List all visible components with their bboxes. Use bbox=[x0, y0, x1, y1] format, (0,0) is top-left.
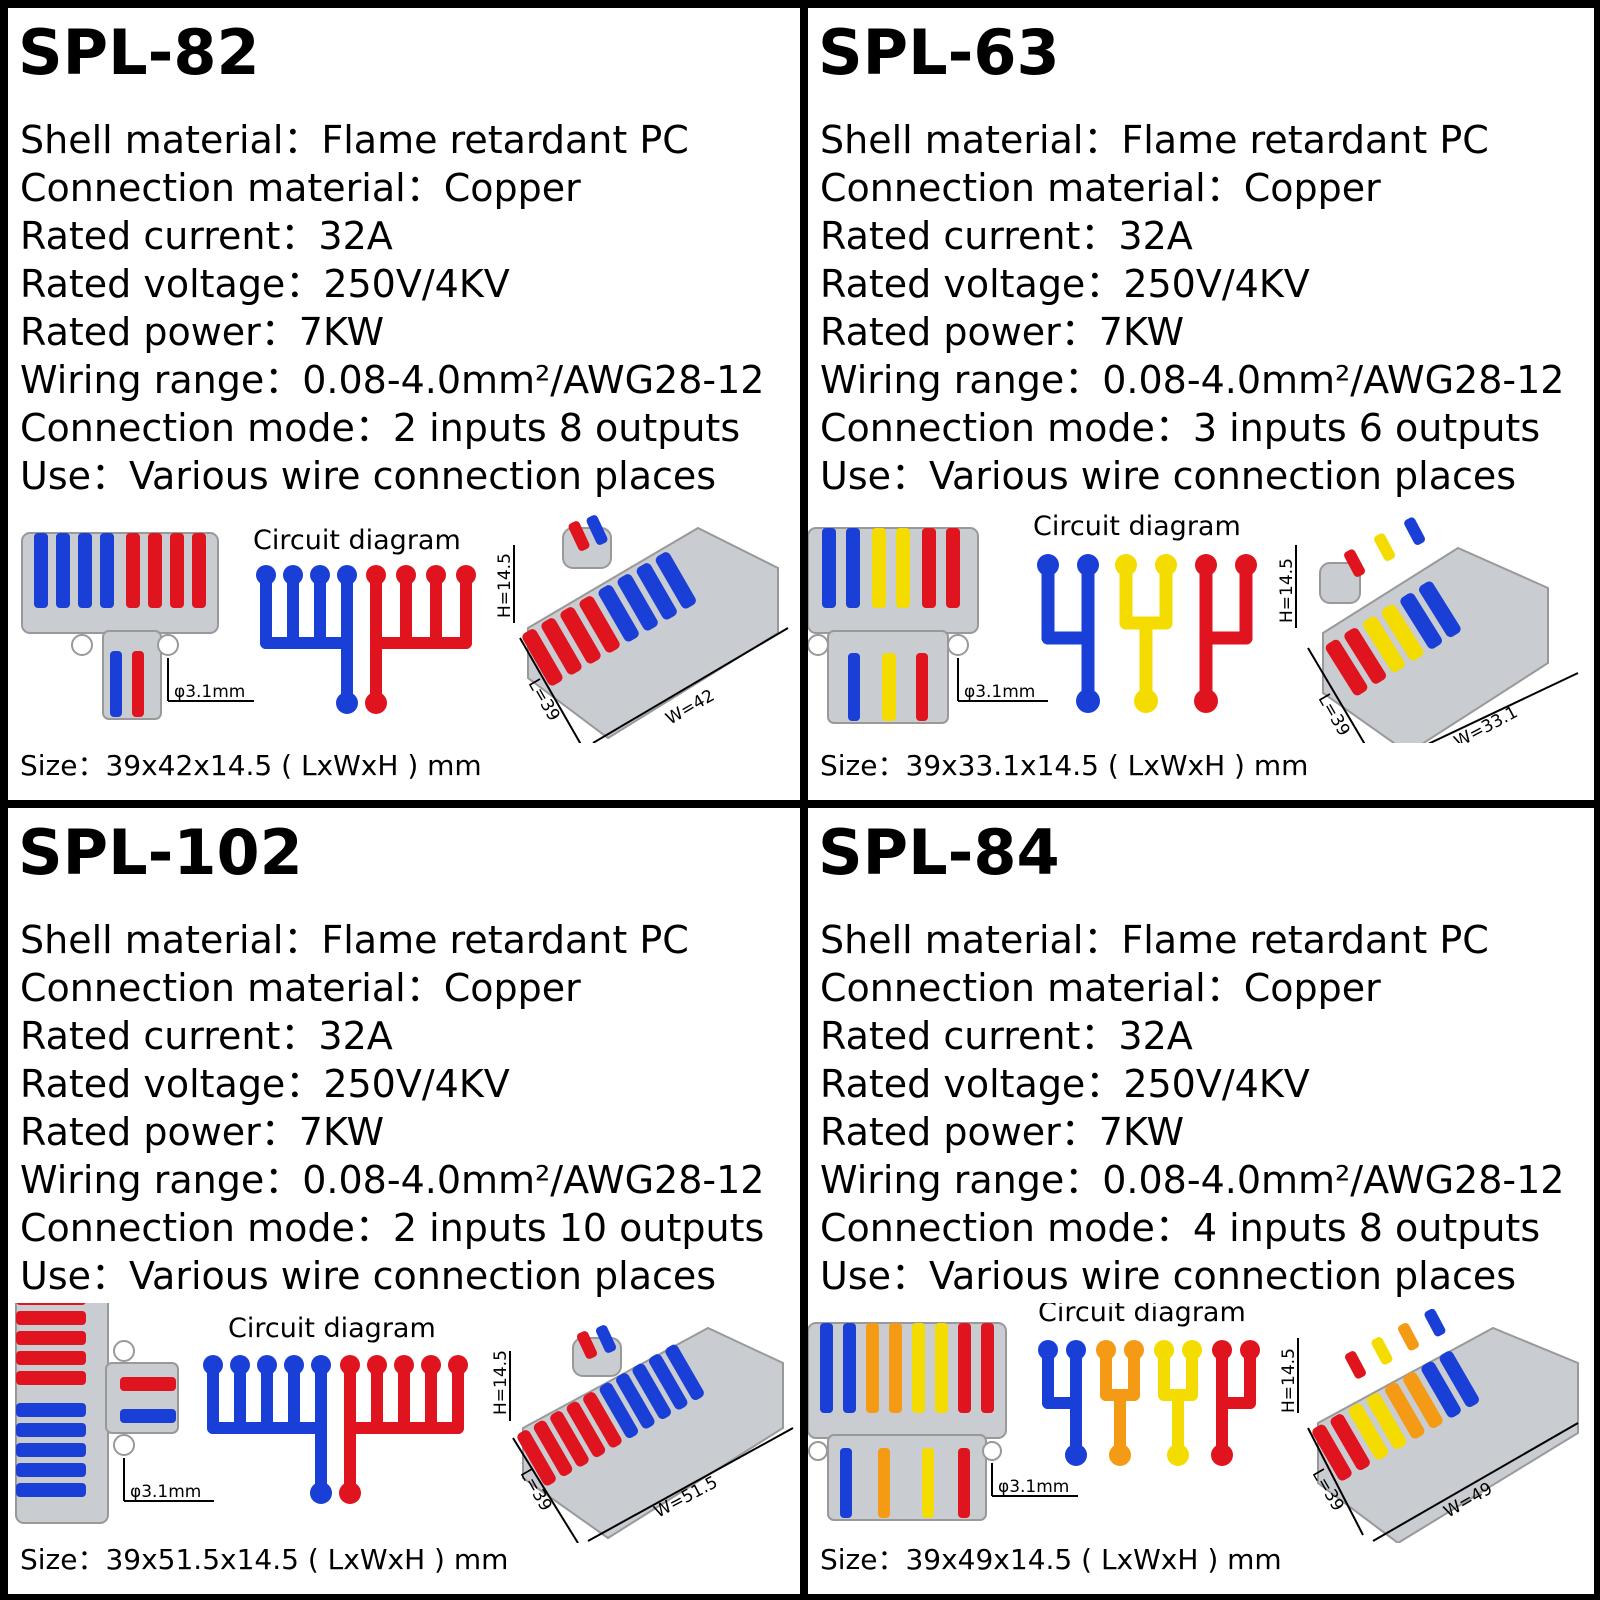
spec-use: Use：Various wire connection places bbox=[820, 454, 1517, 498]
spec-rated-current: Rated current：32A bbox=[20, 214, 393, 258]
spec-connection-mode: Connection mode：3 inputs 6 outputs bbox=[820, 406, 1541, 450]
circuit-diagram bbox=[256, 565, 476, 714]
hole-diameter-label: φ3.1mm bbox=[964, 682, 1035, 702]
circuit-diagram-label: Circuit diagram bbox=[253, 525, 461, 556]
model-title: SPL-84 bbox=[818, 816, 1060, 889]
spec-shell-material: Shell material：Flame retardant PC bbox=[20, 118, 689, 162]
spec-wiring-range: Wiring range：0.08-4.0mm²/AWG28-12 bbox=[20, 1158, 765, 1202]
spec-connection-mode: Connection mode：4 inputs 8 outputs bbox=[820, 1206, 1541, 1250]
spec-connection-mode: Connection mode：2 inputs 10 outputs bbox=[20, 1206, 765, 1250]
product-panel-spl-84: SPL-84 Shell material：Flame retardant PC… bbox=[808, 808, 1594, 1594]
connector-3d-view bbox=[1297, 1308, 1579, 1543]
spec-rated-current: Rated current：32A bbox=[820, 214, 1193, 258]
circuit-diagram-label: Circuit diagram bbox=[1033, 511, 1241, 542]
spec-rated-power: Rated power：7KW bbox=[20, 1110, 385, 1154]
connector-front-view bbox=[808, 1322, 1078, 1521]
spec-connection-mode: Connection mode：2 inputs 8 outputs bbox=[20, 406, 741, 450]
product-panel-spl-82: SPL-82 Shell material：Flame retardant PC… bbox=[8, 8, 800, 800]
circuit-diagram-label: Circuit diagram bbox=[228, 1313, 436, 1344]
size-text: Size：39x33.1x14.5 ( LxWxH ) mm bbox=[820, 749, 1309, 782]
product-illustration: φ3.1mm Circuit diagram bbox=[808, 511, 1579, 743]
spec-rated-current: Rated current：32A bbox=[820, 1014, 1193, 1058]
circuit-diagram bbox=[1038, 1340, 1260, 1466]
spec-rated-voltage: Rated voltage：250V/4KV bbox=[20, 1062, 510, 1106]
hole-diameter-label: φ3.1mm bbox=[998, 1477, 1069, 1497]
height-dimension-label: H=14.5 bbox=[495, 553, 515, 618]
hole-diameter-label: φ3.1mm bbox=[130, 1482, 201, 1502]
spec-wiring-range: Wiring range：0.08-4.0mm²/AWG28-12 bbox=[820, 358, 1565, 402]
spec-shell-material: Shell material：Flame retardant PC bbox=[820, 918, 1489, 962]
spec-shell-material: Shell material：Flame retardant PC bbox=[820, 118, 1489, 162]
spec-connection-material: Connection material：Copper bbox=[820, 966, 1381, 1010]
spec-list: Shell material：Flame retardant PC Connec… bbox=[820, 916, 1564, 1300]
product-panel-spl-102: SPL-102 Shell material：Flame retardant P… bbox=[8, 808, 800, 1594]
spec-list: Shell material：Flame retardant PC Connec… bbox=[20, 916, 764, 1300]
spec-connection-material: Connection material：Copper bbox=[20, 966, 581, 1010]
spec-rated-power: Rated power：7KW bbox=[20, 310, 385, 354]
connector-front-view bbox=[808, 527, 1048, 724]
height-dimension-label: H=14.5 bbox=[1277, 558, 1297, 623]
connector-front-view bbox=[15, 1303, 214, 1524]
height-dimension-label: H=14.5 bbox=[491, 1350, 511, 1415]
spec-rated-voltage: Rated voltage：250V/4KV bbox=[820, 1062, 1310, 1106]
circuit-diagram bbox=[1037, 554, 1257, 713]
spec-wiring-range: Wiring range：0.08-4.0mm²/AWG28-12 bbox=[20, 358, 765, 402]
spec-wiring-range: Wiring range：0.08-4.0mm²/AWG28-12 bbox=[820, 1158, 1565, 1202]
size-text: Size：39x49x14.5 ( LxWxH ) mm bbox=[820, 1543, 1282, 1576]
hole-diameter-label: φ3.1mm bbox=[174, 682, 245, 702]
spec-connection-material: Connection material：Copper bbox=[20, 166, 581, 210]
connector-3d-view bbox=[513, 515, 789, 743]
spec-connection-material: Connection material：Copper bbox=[820, 166, 1381, 210]
spec-list: Shell material：Flame retardant PC Connec… bbox=[820, 116, 1564, 500]
spec-rated-voltage: Rated voltage：250V/4KV bbox=[20, 262, 510, 306]
size-text: Size：39x51.5x14.5 ( LxWxH ) mm bbox=[20, 1543, 509, 1576]
connector-3d-view bbox=[1295, 517, 1579, 743]
spec-use: Use：Various wire connection places bbox=[820, 1254, 1517, 1298]
height-dimension-label: H=14.5 bbox=[1279, 1348, 1299, 1413]
product-illustration: φ3.1mm Circuit diagram bbox=[15, 1303, 794, 1543]
model-title: SPL-102 bbox=[18, 816, 303, 889]
spec-list: Shell material：Flame retardant PC Connec… bbox=[20, 116, 764, 500]
spec-rated-voltage: Rated voltage：250V/4KV bbox=[820, 262, 1310, 306]
model-title: SPL-63 bbox=[818, 16, 1060, 89]
spec-use: Use：Various wire connection places bbox=[20, 454, 717, 498]
circuit-diagram-label: Circuit diagram bbox=[1038, 1303, 1246, 1328]
circuit-diagram bbox=[203, 1355, 468, 1504]
connector-front-view bbox=[21, 532, 254, 720]
product-panel-spl-63: SPL-63 Shell material：Flame retardant PC… bbox=[808, 8, 1594, 800]
connector-3d-view bbox=[509, 1325, 794, 1543]
product-illustration: φ3.1mm Circuit diagram bbox=[21, 515, 789, 743]
product-illustration: φ3.1mm Circuit diagram bbox=[808, 1303, 1579, 1543]
size-text: Size：39x42x14.5 ( LxWxH ) mm bbox=[20, 749, 482, 782]
spec-rated-power: Rated power：7KW bbox=[820, 310, 1185, 354]
model-title: SPL-82 bbox=[18, 16, 260, 89]
spec-shell-material: Shell material：Flame retardant PC bbox=[20, 918, 689, 962]
spec-use: Use：Various wire connection places bbox=[20, 1254, 717, 1298]
spec-rated-power: Rated power：7KW bbox=[820, 1110, 1185, 1154]
spec-rated-current: Rated current：32A bbox=[20, 1014, 393, 1058]
